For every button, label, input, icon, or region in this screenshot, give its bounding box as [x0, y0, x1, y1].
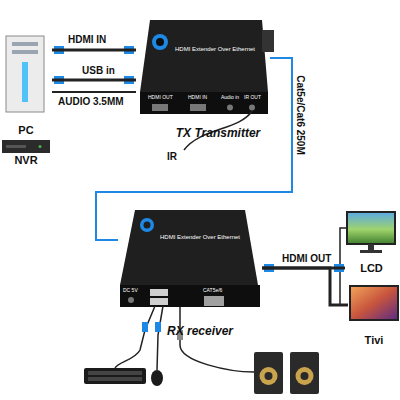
usb-wire	[157, 306, 163, 370]
audio-port	[227, 105, 233, 111]
brand-logo	[144, 222, 151, 229]
port-label: DC 5V	[123, 288, 138, 293]
rx-front	[120, 285, 260, 307]
monitor-node: LCD	[345, 208, 398, 274]
usb-port	[150, 298, 168, 305]
tv-screen	[350, 286, 398, 320]
audio-wire	[180, 307, 254, 372]
pc-light	[22, 62, 28, 102]
keyboard-keys	[88, 371, 142, 375]
usb-wire	[115, 306, 155, 368]
audio-cable	[52, 91, 136, 93]
cable-label: Cat5e/Cat6 250M	[295, 75, 305, 154]
port-label: Audio in	[221, 95, 239, 100]
node-label: PC	[0, 124, 52, 136]
node-label: NVR	[0, 154, 52, 166]
nvr-box	[2, 140, 50, 153]
lcd-monitor	[347, 212, 395, 253]
nvr-slot	[6, 145, 26, 148]
port-label: CAT5e/6	[203, 288, 222, 293]
network-cable	[96, 58, 292, 240]
ir-port	[249, 105, 255, 111]
device-print: HDMI Extender Over Ethernet	[160, 234, 240, 240]
dc-jack	[128, 297, 134, 303]
hdmi-port	[190, 104, 206, 111]
nvr-node: NVR	[0, 138, 52, 166]
transmitter-node: TX Transmitter	[136, 14, 270, 140]
pc-bay	[12, 42, 38, 46]
speaker-box	[290, 352, 319, 394]
tx-front	[140, 92, 268, 114]
tx-top	[140, 20, 268, 92]
tv-node: Tivi	[348, 282, 400, 346]
pc-node: PC	[0, 30, 52, 136]
lcd-stand	[360, 250, 382, 253]
cable-label: AUDIO 3.5MM	[58, 97, 124, 107]
sensor-label: IR	[167, 152, 177, 162]
cable-label: HDMI IN	[68, 35, 106, 45]
nvr-led	[39, 145, 42, 148]
device-print: HDMI Extender Over Ethernet	[175, 46, 255, 52]
node-label: TX Transmitter	[166, 127, 270, 140]
nvr-case	[2, 140, 50, 153]
mouse	[151, 370, 163, 386]
speaker-cone	[296, 367, 314, 385]
hdmi-port	[152, 104, 168, 111]
lcd-screen	[347, 212, 395, 244]
cable-label: HDMI OUT	[282, 254, 331, 264]
plug	[155, 322, 161, 332]
node-label: Tivi	[348, 334, 400, 346]
rj45-port	[204, 296, 224, 306]
plug	[142, 322, 148, 332]
lcd-stand	[368, 244, 374, 250]
tx-device	[140, 20, 274, 114]
receiver-node: RX receiver	[118, 205, 262, 338]
brand-logo	[140, 218, 154, 232]
node-label: LCD	[345, 262, 398, 274]
port-label: HDMI OUT	[148, 95, 173, 100]
cable-label: USB in	[82, 66, 115, 76]
hdmi-cable	[262, 268, 348, 305]
tx-ear	[262, 30, 274, 52]
port-label: HDMI IN	[188, 95, 207, 100]
node-label: RX receiver	[138, 325, 262, 338]
speaker-cone	[301, 372, 309, 380]
pc-bay	[12, 50, 38, 54]
keyboard-body	[84, 368, 146, 384]
brand-logo	[152, 34, 168, 50]
keyboard	[84, 368, 163, 386]
tv-set	[350, 286, 398, 320]
speaker-cone	[265, 372, 273, 380]
speakers	[254, 352, 319, 394]
usb-port	[150, 289, 168, 296]
rx-top	[120, 210, 258, 285]
brand-logo	[156, 38, 164, 46]
usb-cable	[52, 79, 136, 82]
pc-tower	[6, 36, 44, 112]
rx-device	[120, 210, 260, 307]
port-label: IR OUT	[244, 95, 261, 100]
hdmi-cable	[52, 49, 136, 52]
speaker-box	[254, 352, 283, 394]
pc-case	[6, 36, 44, 112]
keyboard-keys	[88, 377, 142, 381]
speaker-cone	[260, 367, 278, 385]
